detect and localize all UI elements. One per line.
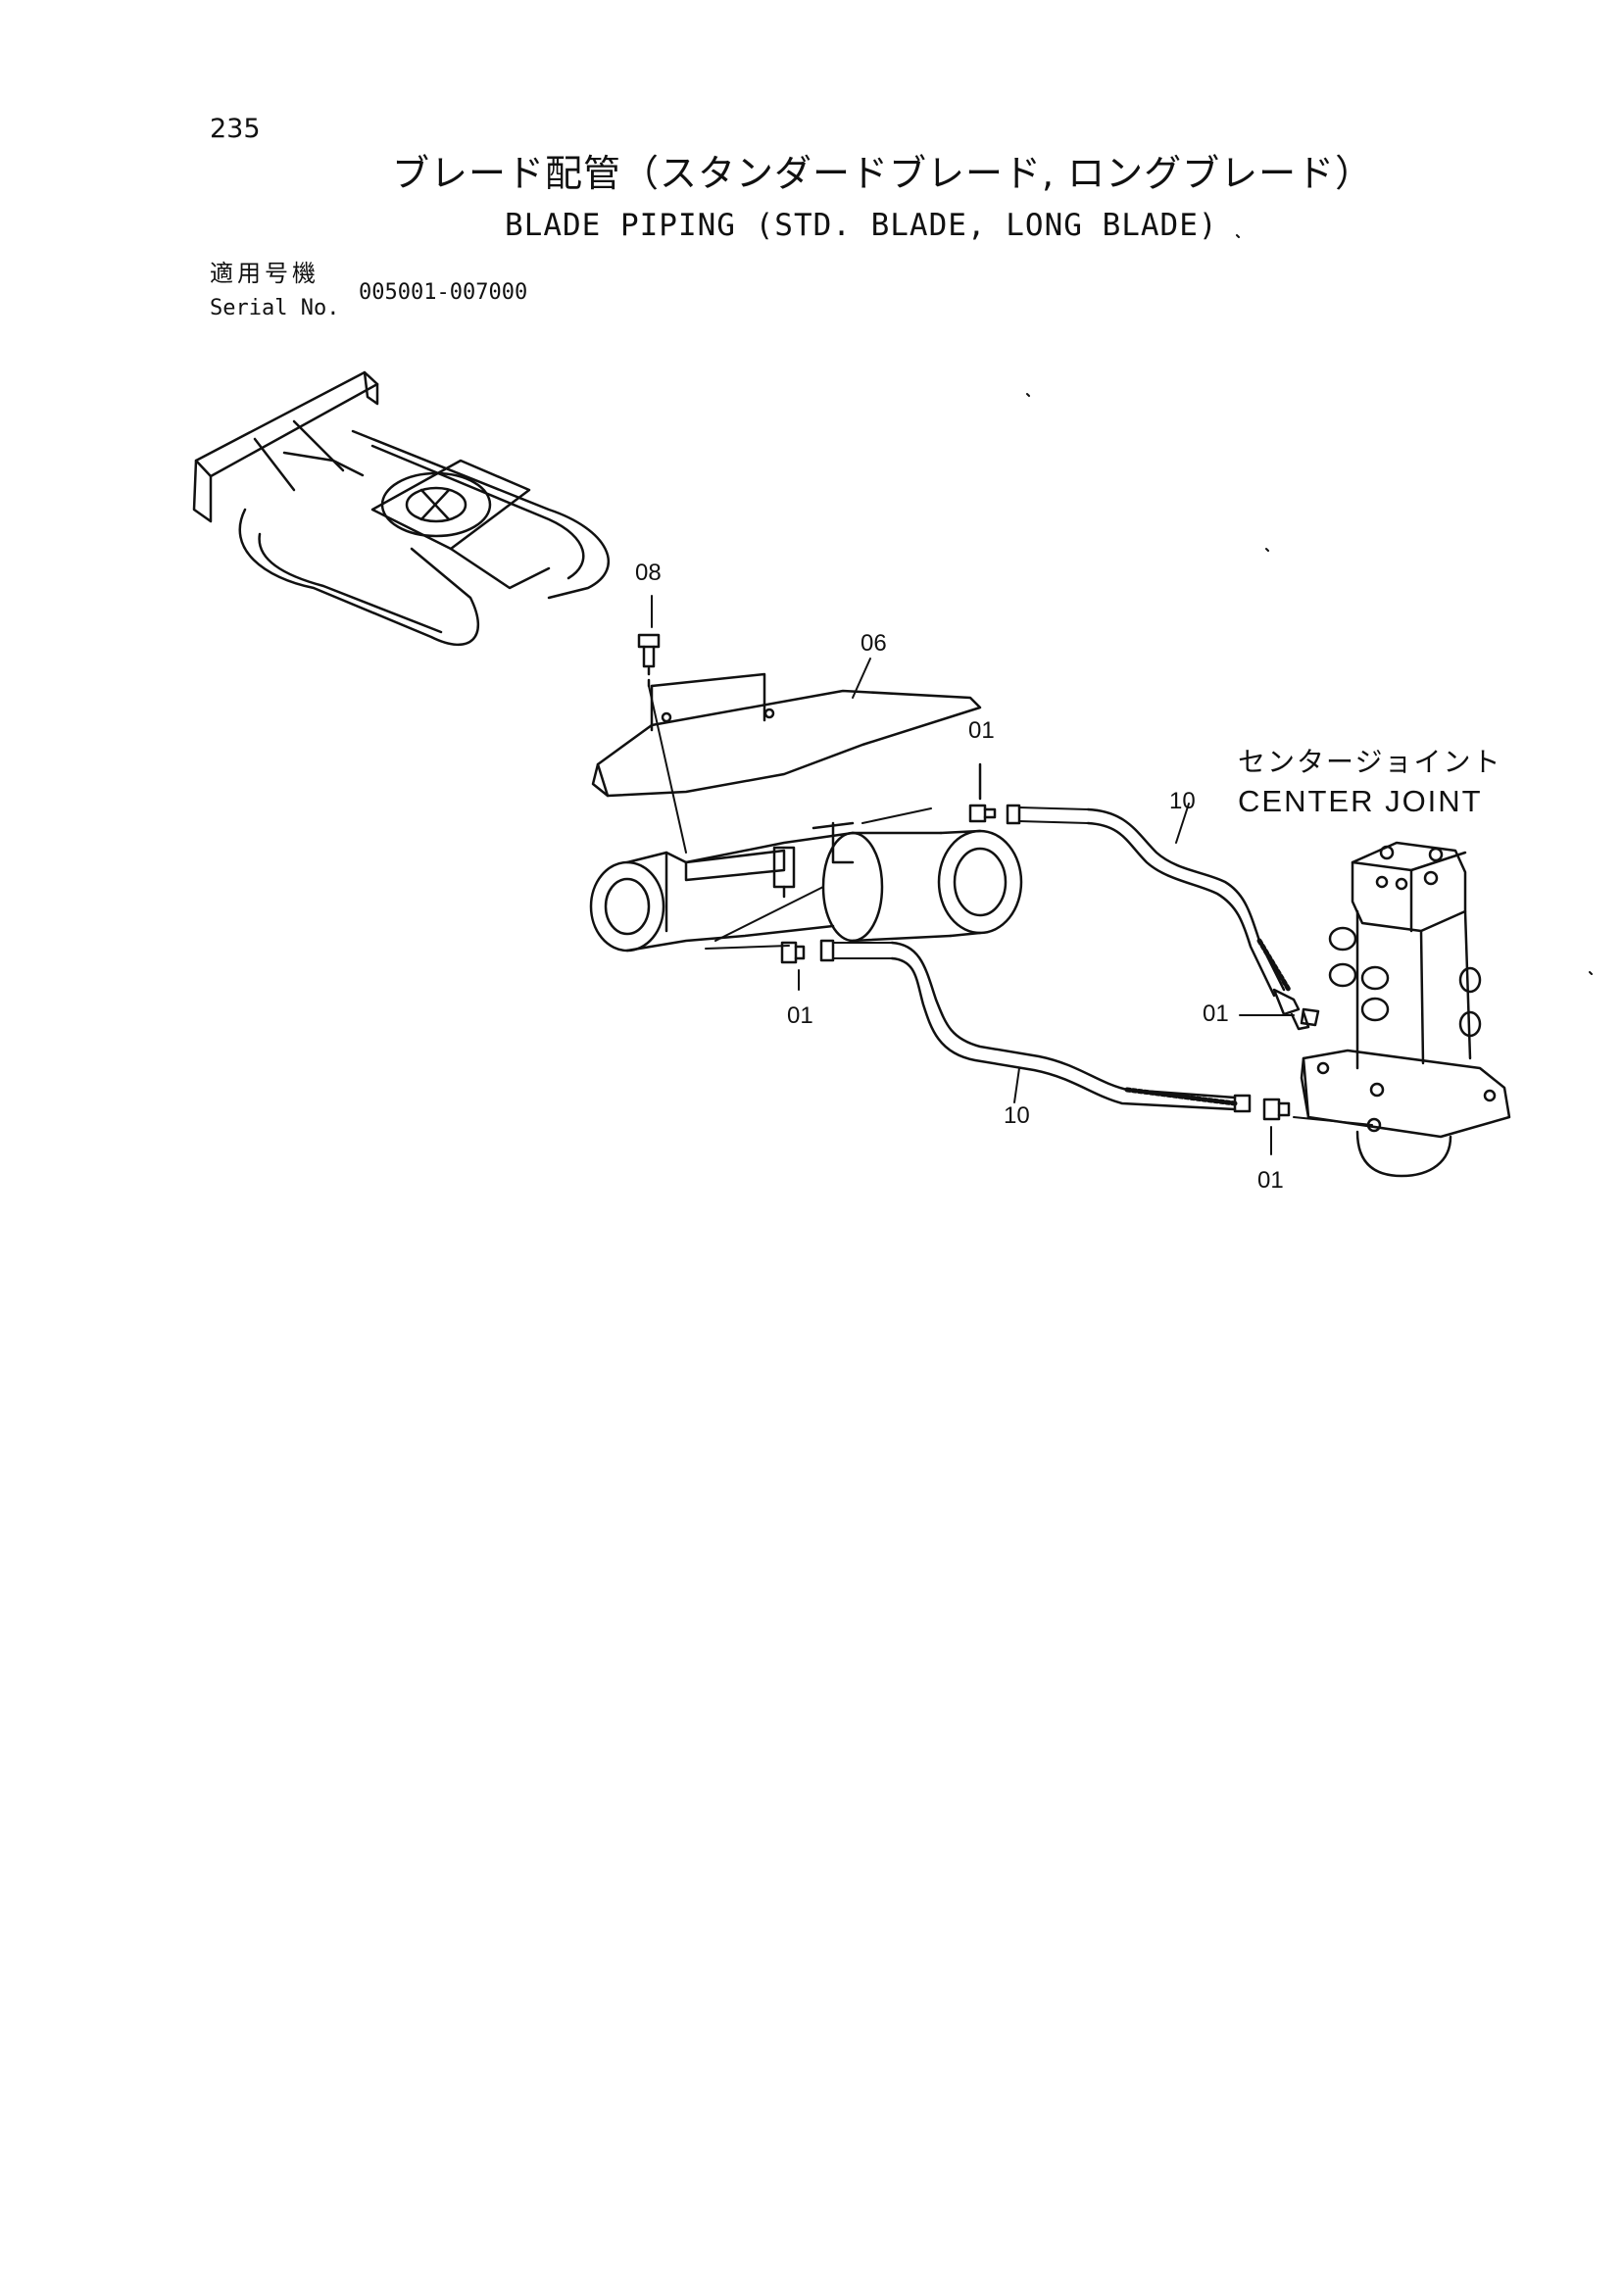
page-title-japanese: ブレード配管（スタンダードブレード, ロングブレード） xyxy=(392,152,1374,195)
leader-line-upper-10 xyxy=(1175,803,1190,844)
machine-overview-illustration xyxy=(192,370,610,647)
callout-01-lower-left: 01 xyxy=(787,1002,813,1029)
cylinder-cover-part-06 xyxy=(591,672,982,798)
bolt-part-08 xyxy=(637,633,661,688)
callout-08: 08 xyxy=(635,560,662,586)
center-joint-label-english: CENTER JOINT xyxy=(1238,784,1483,818)
leader-line-06 xyxy=(852,658,871,699)
serial-label-japanese: 適用号機 xyxy=(210,260,320,287)
callout-01-right: 01 xyxy=(1203,1001,1229,1027)
blade-cylinder xyxy=(589,821,1023,953)
serial-number-range: 005001-007000 xyxy=(359,280,528,305)
page-number: 235 xyxy=(210,114,261,144)
hose-lower-part-10 xyxy=(819,939,1252,1113)
leader-line-lower-10 xyxy=(1013,1067,1020,1103)
callout-01-upper: 01 xyxy=(968,717,995,744)
adapter-upper-part-01 xyxy=(968,762,997,823)
callout-10-lower: 10 xyxy=(1004,1102,1030,1129)
adapter-right-part-01 xyxy=(1300,1007,1320,1027)
callout-06: 06 xyxy=(861,630,887,657)
adapter-lower-left-part-01 xyxy=(780,941,806,991)
callout-10-upper: 10 xyxy=(1169,788,1196,814)
adapter-bottom-part-01 xyxy=(1262,1098,1291,1155)
serial-label-english: Serial No. xyxy=(210,296,340,320)
callout-01-bottom: 01 xyxy=(1257,1167,1284,1194)
center-joint-illustration xyxy=(1300,841,1511,1178)
hose-upper-part-10 xyxy=(1006,804,1310,1031)
page-title-english: BLADE PIPING (STD. BLADE, LONG BLADE) xyxy=(505,208,1218,243)
center-joint-label-japanese: センタージョイント xyxy=(1238,746,1502,778)
